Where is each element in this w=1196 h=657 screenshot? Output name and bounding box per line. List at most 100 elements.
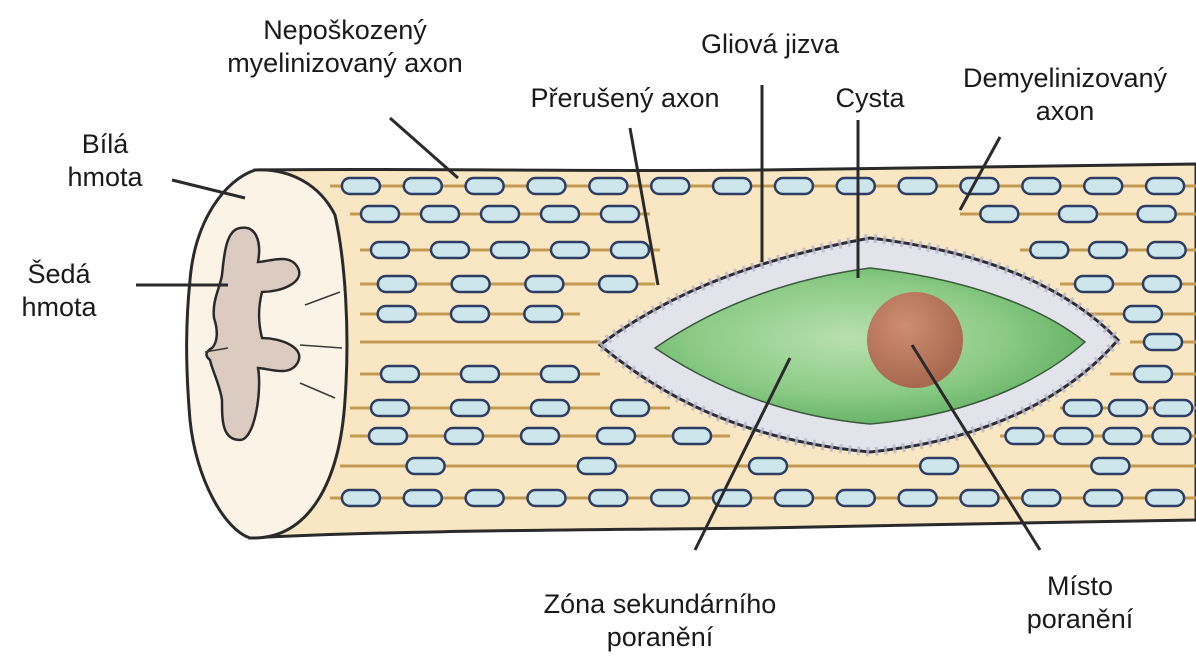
myelin-sheath (775, 490, 813, 506)
myelin-sheath (1146, 490, 1184, 506)
myelin-sheath (371, 400, 409, 416)
label-line: Místo (1000, 570, 1160, 603)
myelin-sheath (1075, 276, 1113, 292)
myelin-sheath (1091, 458, 1129, 474)
label-line: Gliová jizva (680, 28, 860, 61)
myelin-sheath (378, 276, 416, 292)
label-undamaged-myelinated-axon: Nepoškozený myelinizovaný axon (200, 14, 490, 80)
myelin-sheath (837, 178, 875, 194)
myelin-sheath (651, 178, 689, 194)
label-line: myelinizovaný axon (200, 47, 490, 80)
myelin-sheath (521, 428, 559, 444)
label-secondary-injury-zone: Zóna sekundárního poranění (515, 588, 805, 654)
myelin-sheath (361, 206, 399, 222)
myelin-sheath (541, 366, 579, 382)
label-severed-axon: Přerušený axon (505, 82, 745, 115)
myelin-sheath (342, 490, 380, 506)
myelin-sheath (528, 178, 566, 194)
label-line: hmota (0, 291, 118, 324)
label-cyst: Cysta (815, 82, 925, 115)
label-demyelinated-axon: Demyelinizovaný axon (940, 62, 1190, 128)
myelin-sheath (1059, 206, 1097, 222)
myelin-sheath (899, 490, 937, 506)
myelin-sheath (531, 400, 569, 416)
myelin-sheath (775, 178, 813, 194)
myelin-sheath (1030, 242, 1068, 258)
label-line: Cysta (815, 82, 925, 115)
myelin-sheath (431, 242, 469, 258)
myelin-sheath (1148, 242, 1186, 258)
label-gray-matter: Šedá hmota (0, 258, 118, 324)
myelin-sheath (920, 458, 958, 474)
myelin-sheath (1138, 206, 1176, 222)
myelin-sheath (961, 490, 999, 506)
myelin-sheath (749, 458, 787, 474)
myelin-sheath (1146, 178, 1184, 194)
label-white-matter: Bílá hmota (30, 128, 180, 194)
myelin-sheath (451, 306, 489, 322)
myelin-sheath (1055, 428, 1093, 444)
myelin-sheath (1084, 178, 1122, 194)
myelin-sheath (1022, 178, 1060, 194)
myelin-sheath (601, 206, 639, 222)
myelin-sheath (673, 428, 711, 444)
myelin-sheath (1104, 428, 1142, 444)
label-glial-scar: Gliová jizva (680, 28, 860, 61)
myelin-sheath (980, 206, 1018, 222)
label-line: Šedá (0, 258, 118, 291)
myelin-sheath (451, 400, 489, 416)
myelin-sheath (541, 206, 579, 222)
label-line: axon (940, 95, 1190, 128)
myelin-sheath (589, 178, 627, 194)
myelin-sheath (597, 428, 635, 444)
myelin-sheath (481, 206, 519, 222)
label-line: poranění (1000, 603, 1160, 636)
myelin-sheath (525, 276, 563, 292)
myelin-sheath (1006, 428, 1044, 444)
myelin-sheath (837, 490, 875, 506)
label-line: Bílá (30, 128, 180, 161)
myelin-sheath (1109, 400, 1147, 416)
myelin-sheath (578, 458, 616, 474)
myelin-sheath (611, 242, 649, 258)
myelin-sheath (1134, 366, 1172, 382)
label-line: poranění (515, 621, 805, 654)
label-line: Nepoškozený (200, 14, 490, 47)
myelin-sheath (407, 458, 445, 474)
myelin-sheath (466, 490, 504, 506)
myelin-sheath (452, 276, 490, 292)
label-line: Demyelinizovaný (940, 62, 1190, 95)
myelin-sheath (404, 490, 442, 506)
myelin-sheath (371, 242, 409, 258)
myelin-sheath (713, 178, 751, 194)
myelin-sheath (491, 242, 529, 258)
myelin-sheath (404, 178, 442, 194)
myelin-sheath (651, 490, 689, 506)
myelin-sheath (528, 490, 566, 506)
myelin-sheath (1089, 242, 1127, 258)
myelin-sheath (1022, 490, 1060, 506)
myelin-sheath (599, 276, 637, 292)
myelin-sheath (1143, 276, 1181, 292)
myelin-sheath (461, 366, 499, 382)
label-line: Přerušený axon (505, 82, 745, 115)
myelin-sheath (421, 206, 459, 222)
myelin-sheath (369, 428, 407, 444)
myelin-sheath (1153, 428, 1191, 444)
myelin-sheath (611, 400, 649, 416)
myelin-sheath (1084, 490, 1122, 506)
myelin-sheath (899, 178, 937, 194)
myelin-sheath (378, 306, 416, 322)
label-line: Zóna sekundárního (515, 588, 805, 621)
myelin-sheath (466, 178, 504, 194)
injury-site (867, 292, 963, 388)
myelin-sheath (551, 242, 589, 258)
myelin-sheath (524, 306, 562, 322)
label-line: hmota (30, 161, 180, 194)
myelin-sheath (1124, 306, 1162, 322)
myelin-sheath (1154, 400, 1192, 416)
myelin-sheath (445, 428, 483, 444)
myelin-sheath (381, 366, 419, 382)
myelin-sheath (589, 490, 627, 506)
label-injury-site: Místo poranění (1000, 570, 1160, 636)
